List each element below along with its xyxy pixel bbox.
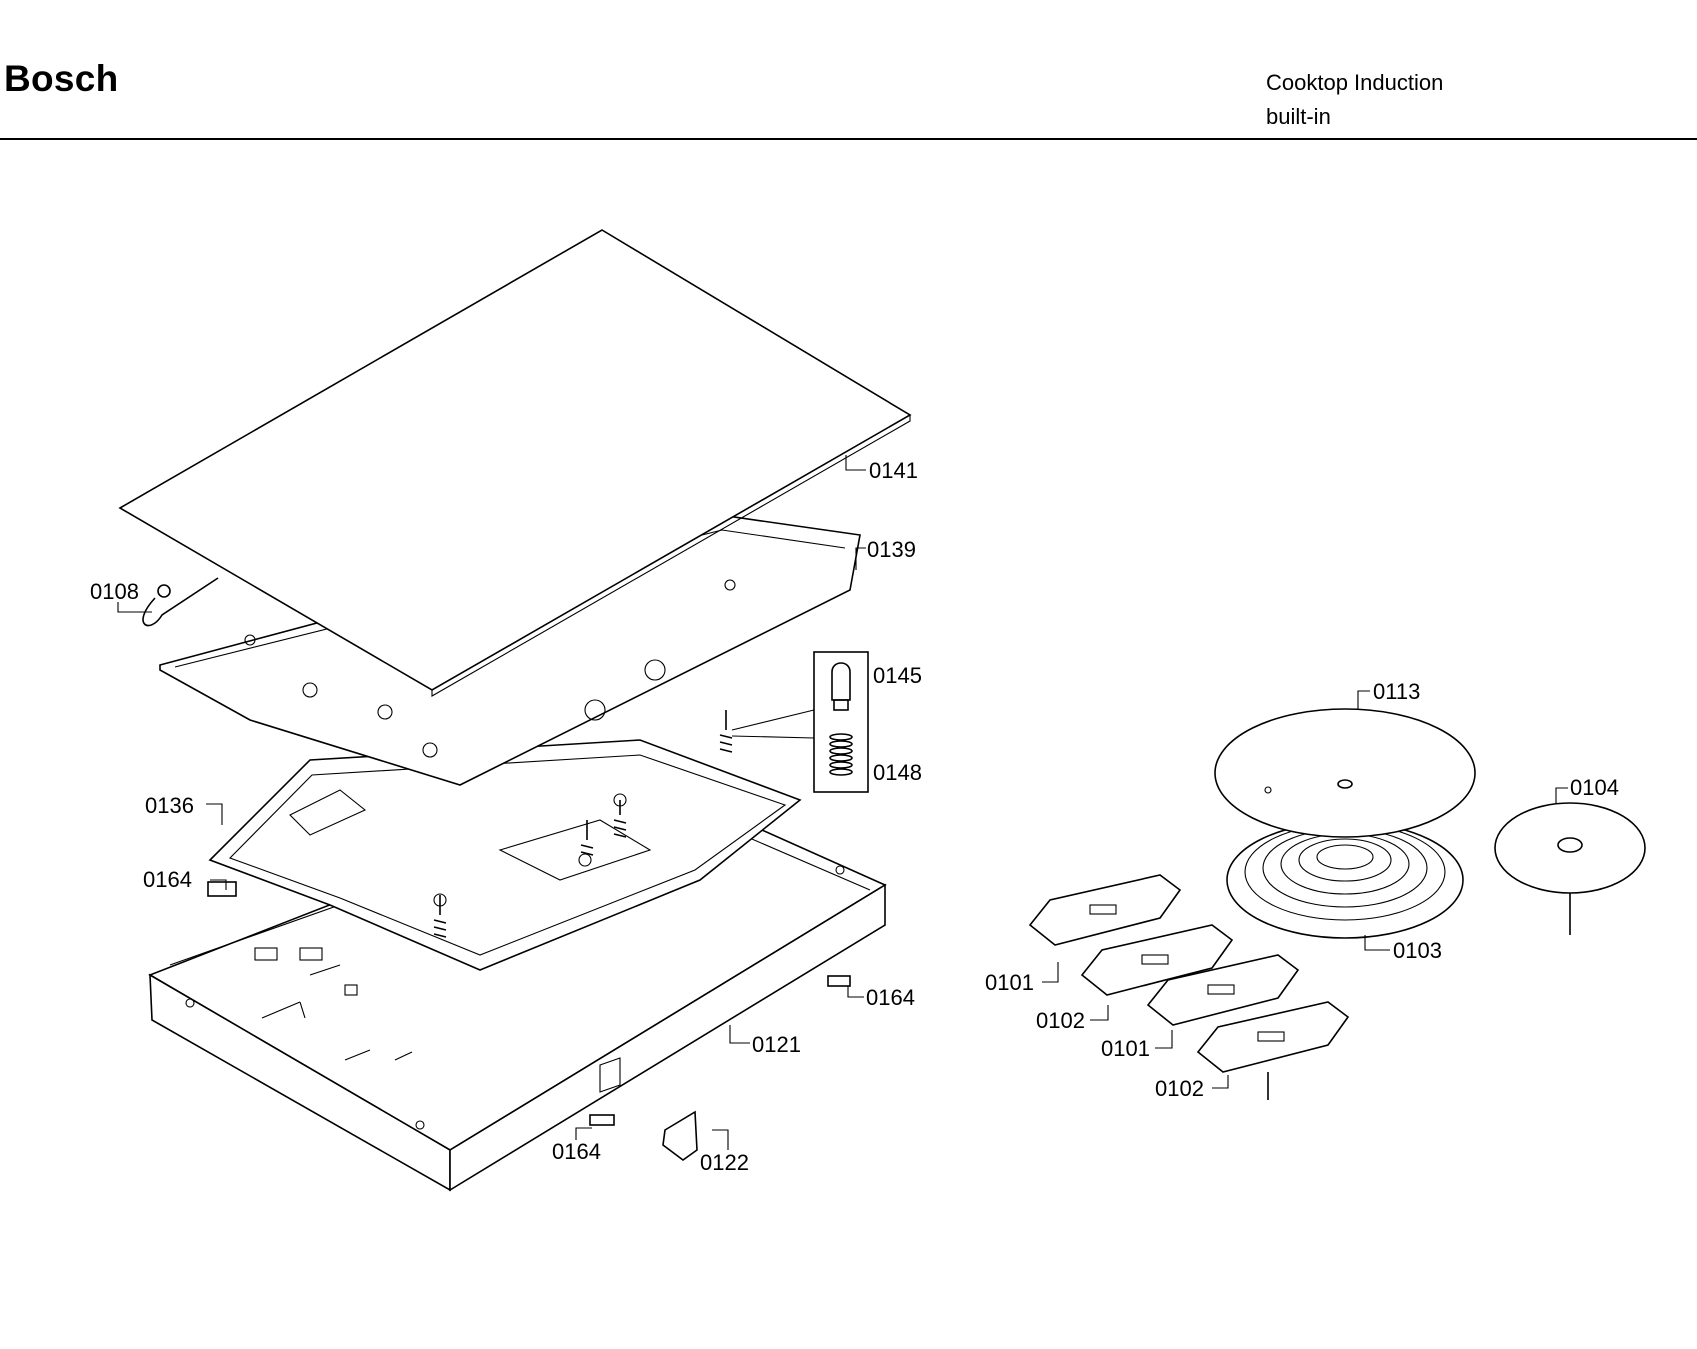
coil-plate-4 <box>1196 1001 1350 1100</box>
callout-0139: 0139 <box>867 537 916 562</box>
small-heating-element-part <box>1494 802 1646 935</box>
callout-0164-left: 0164 <box>143 867 192 892</box>
callout-0164-bottom: 0164 <box>552 1139 601 1164</box>
callout-0104: 0104 <box>1570 775 1619 800</box>
coil-plate-3 <box>1146 954 1300 1026</box>
glass-top-part <box>118 229 912 697</box>
product-line-1: Cooktop Induction <box>1266 70 1444 95</box>
induction-coil-part <box>1226 821 1464 939</box>
callout-0102-second: 0102 <box>1155 1076 1204 1101</box>
callout-0145: 0145 <box>873 663 922 688</box>
coil-cover-disc-part <box>1214 708 1476 838</box>
coil-plate-2 <box>1080 924 1234 996</box>
callout-0136: 0136 <box>145 793 194 818</box>
header-divider <box>0 138 1697 140</box>
callout-0164-right: 0164 <box>866 985 915 1010</box>
callout-0141: 0141 <box>869 458 918 483</box>
callout-0148: 0148 <box>873 760 922 785</box>
springs-and-pins <box>433 710 733 938</box>
clip-part-left <box>207 881 237 897</box>
callout-0121: 0121 <box>752 1032 801 1057</box>
small-clip-part <box>142 577 219 627</box>
callout-0122: 0122 <box>700 1150 749 1175</box>
leader-lines <box>117 455 1568 1150</box>
callout-0103: 0103 <box>1393 938 1442 963</box>
bracket-part <box>662 1110 698 1161</box>
callout-0113: 0113 <box>1373 679 1420 704</box>
chassis-frame-part <box>208 739 802 971</box>
callout-0101-second: 0101 <box>1101 1036 1150 1061</box>
callout-0108: 0108 <box>90 579 139 604</box>
callout-0101-first: 0101 <box>985 970 1034 995</box>
coil-plate-1 <box>1028 874 1182 946</box>
clip-part-right <box>827 975 851 987</box>
product-line-2: built-in <box>1266 104 1331 129</box>
product-description: Cooktop Induction built-in <box>1266 66 1443 134</box>
clip-part-bottom <box>589 1114 615 1126</box>
brand-name: Bosch <box>4 58 119 99</box>
lamp-spring-detail-box <box>731 651 869 793</box>
callout-0102-first: 0102 <box>1036 1008 1085 1033</box>
